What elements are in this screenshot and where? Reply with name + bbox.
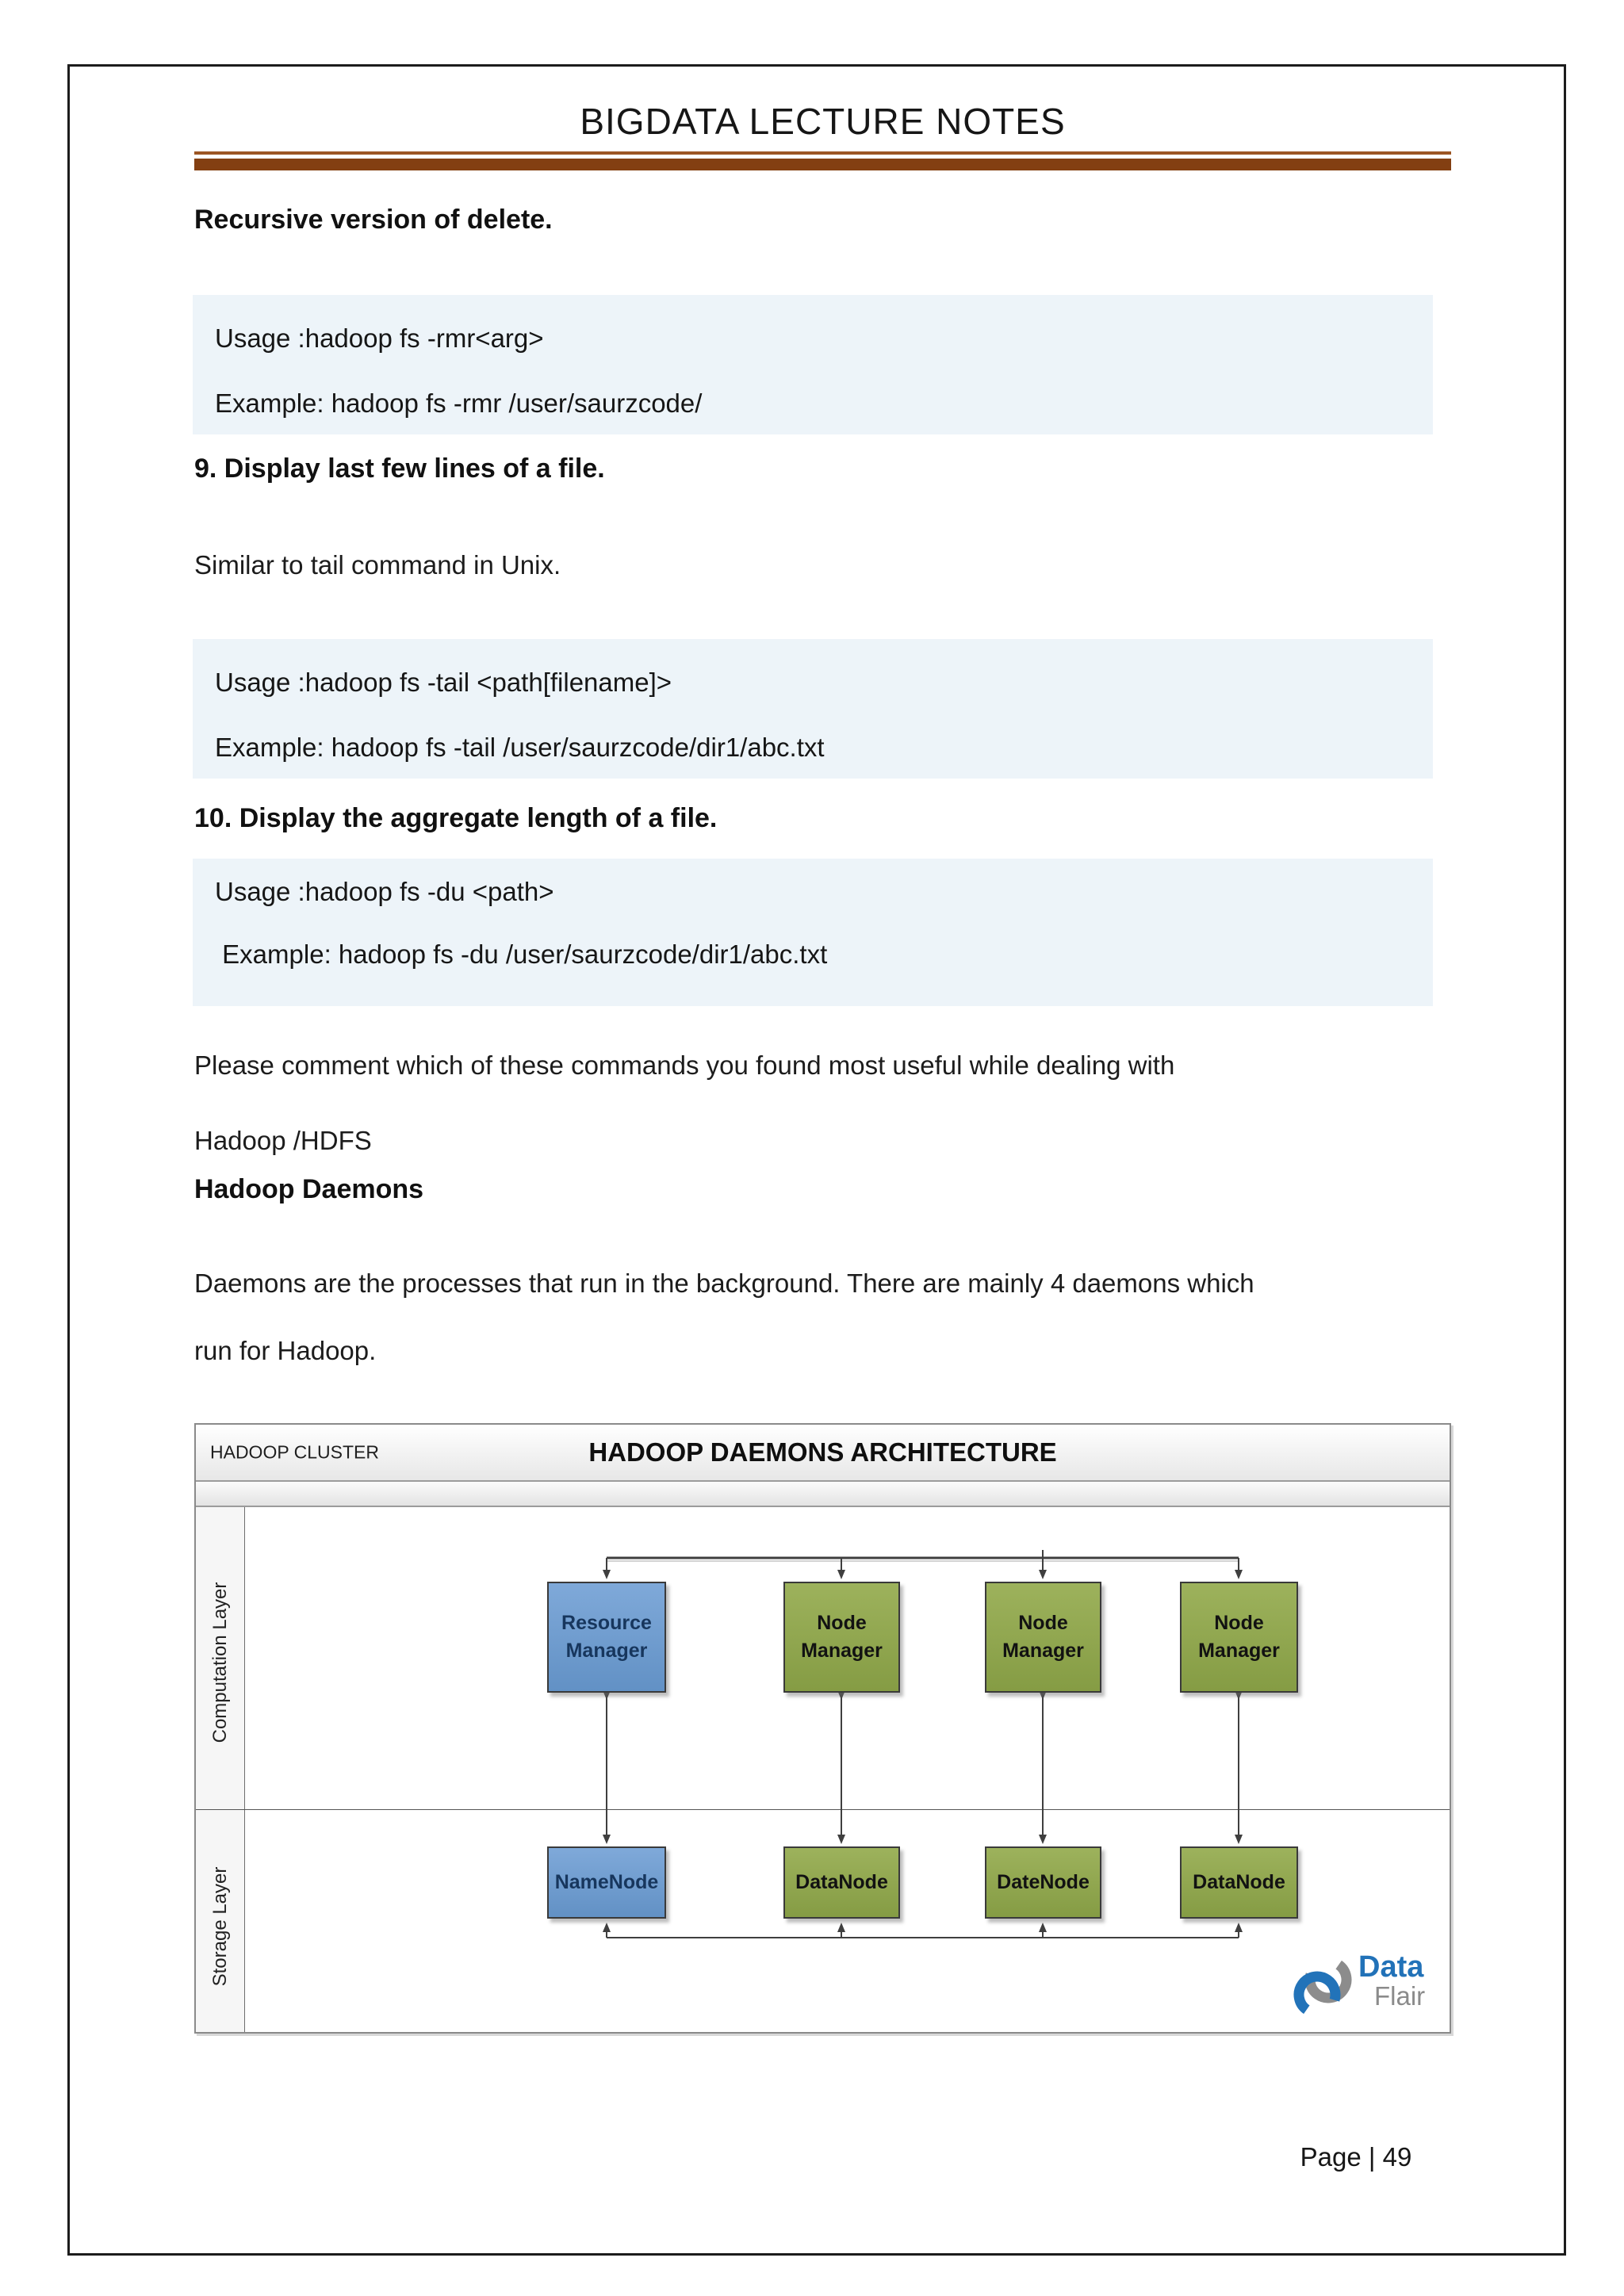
datanode-node-1: DataNode [783,1846,900,1919]
logo-text-data: Data [1358,1950,1424,1984]
code-highlight-block-tail: Usage :hadoop fs -tail <path[filename]> … [193,639,1433,779]
node-label: Node [1214,1612,1264,1634]
node-label: DataNode [1193,1871,1285,1893]
node-label: Resource [561,1612,652,1634]
node-label: Node [1018,1612,1068,1634]
code-highlight-block-du: Usage :hadoop fs -du <path> Example: had… [193,859,1433,1006]
page-title: BIGDATA LECTURE NOTES [580,101,1066,142]
title-rule-thin [194,151,1451,155]
node-label: NameNode [554,1871,659,1893]
datanode-node-2: DataNode [1180,1846,1298,1919]
title-rule-thick [194,159,1451,170]
heading-9-tail: 9. Display last few lines of a file. [194,453,605,484]
page-frame [67,64,1566,2256]
example-line: Example: hadoop fs -tail /user/saurzcode… [215,733,825,762]
resource-manager-node: Resource Manager [547,1582,666,1693]
node-label: Manager [1002,1640,1084,1662]
connector-arrows [603,1550,1243,1938]
diagram-subheader-bar [196,1482,1450,1507]
node-label: Manager [801,1640,883,1662]
example-line: Example: hadoop fs -rmr /user/saurzcode/ [215,388,703,418]
diagram-title: HADOOP DAEMONS ARCHITECTURE [588,1437,1057,1467]
heading-10-du: 10. Display the aggregate length of a fi… [194,803,718,833]
datenode-node: DateNode [985,1846,1101,1919]
para-daemons-line2: run for Hadoop. [194,1336,377,1365]
node-manager-node-2: Node Manager [985,1582,1101,1693]
diagram-header-bar: HADOOP CLUSTER HADOOP DAEMONS ARCHITECTU… [196,1425,1450,1482]
namenode-node: NameNode [547,1846,666,1919]
hadoop-daemons-architecture-diagram: HADOOP CLUSTER HADOOP DAEMONS ARCHITECTU… [194,1423,1451,2034]
node-label: DateNode [997,1871,1090,1893]
para-daemons-line1: Daemons are the processes that run in th… [194,1269,1254,1298]
node-label: Manager [1198,1640,1280,1662]
dataflair-logo: Data Flair [1290,1951,1465,2030]
para-similar-to-tail: Similar to tail command in Unix. [194,550,561,580]
usage-line: Usage :hadoop fs -du <path> [215,877,554,906]
hadoop-cluster-label: HADOOP CLUSTER [210,1441,380,1463]
code-highlight-block-rmr: Usage :hadoop fs -rmr<arg> Example: hado… [193,295,1433,434]
example-line: Example: hadoop fs -du /user/saurzcode/d… [215,939,828,969]
layer-divider-line [196,1809,1450,1810]
para-please-comment-line1: Please comment which of these commands y… [194,1050,1175,1080]
node-manager-node-3: Node Manager [1180,1582,1298,1693]
usage-line: Usage :hadoop fs -rmr<arg> [215,323,544,353]
heading-hadoop-daemons: Hadoop Daemons [194,1174,424,1204]
node-label: DataNode [795,1871,888,1893]
dataflair-logo-icon [1293,1956,1352,2019]
usage-line: Usage :hadoop fs -tail <path[filename]> [215,668,672,697]
para-please-comment-line2: Hadoop /HDFS [194,1126,372,1155]
page-number: Page | 49 [1300,2142,1412,2172]
logo-text-flair: Flair [1374,1981,1426,2011]
diagram-body: Computation Layer Storage Layer [196,1507,1450,2032]
node-label: Node [817,1612,867,1634]
node-manager-node-1: Node Manager [783,1582,900,1693]
heading-recursive-delete: Recursive version of delete. [194,205,553,235]
node-label: Manager [565,1640,648,1662]
layer-label-strip [196,1507,245,2032]
